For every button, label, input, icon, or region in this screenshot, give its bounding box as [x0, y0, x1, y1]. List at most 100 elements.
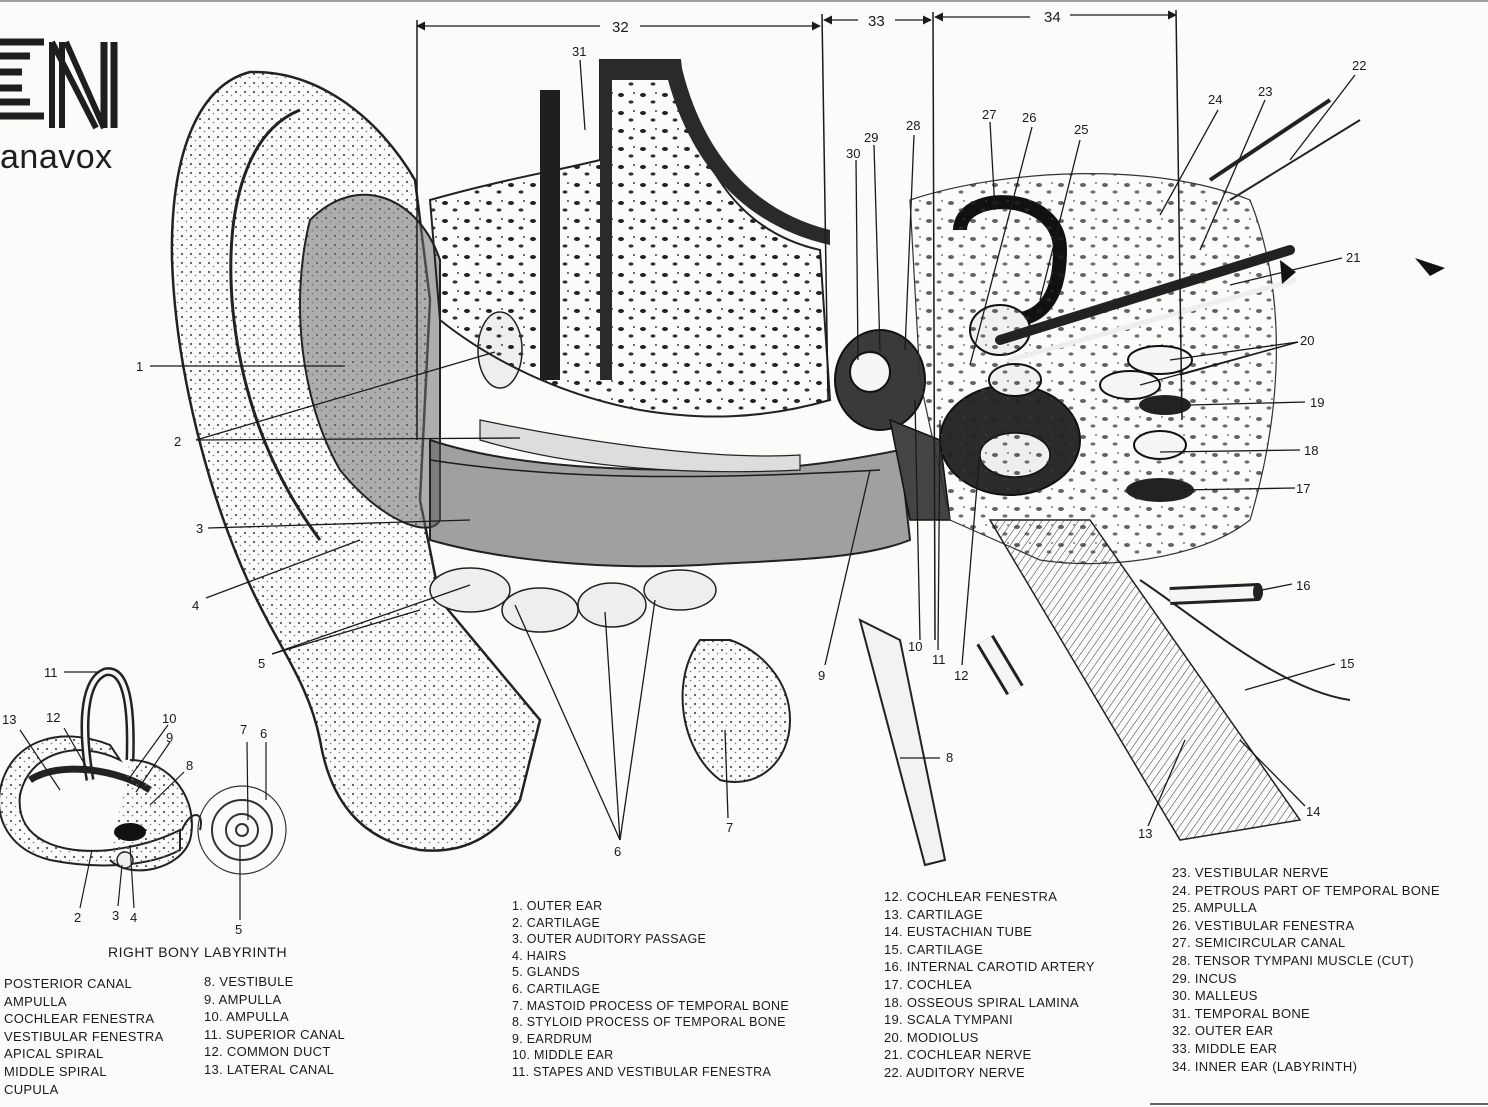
legend-item: 8. VESTIBULE — [204, 973, 345, 991]
callout-4: 4 — [192, 598, 199, 613]
callout-3: 3 — [196, 521, 203, 536]
legend-item: 24. PETROUS PART OF TEMPORAL BONE — [1172, 882, 1440, 900]
legend-item: 27. SEMICIRCULAR CANAL — [1172, 934, 1440, 952]
legend-item: 13. LATERAL CANAL — [204, 1061, 345, 1079]
callout-8: 8 — [946, 750, 953, 765]
legend-item: AMPULLA — [4, 993, 164, 1011]
legend-item: 20. MODIOLUS — [884, 1029, 1095, 1047]
callout-26: 26 — [1022, 110, 1036, 125]
legend-item: 34. INNER EAR (LABYRINTH) — [1172, 1058, 1440, 1076]
legend-item: 13. CARTILAGE — [884, 906, 1095, 924]
inset-callout-6: 6 — [260, 726, 267, 741]
callout-27: 27 — [982, 107, 996, 122]
callout-11: 11 — [932, 652, 946, 667]
legend-item: 9. EARDRUM — [512, 1031, 789, 1048]
legend-item: 2. CARTILAGE — [512, 915, 789, 932]
inset-callout-10: 10 — [162, 711, 176, 726]
bony-labyrinth-inset: 2 3 4 5 6 7 8 9 10 11 12 13 — [0, 665, 286, 937]
legend-item: 12. COCHLEAR FENESTRA — [884, 888, 1095, 906]
callout-28: 28 — [906, 118, 920, 133]
legend-item: 19. SCALA TYMPANI — [884, 1011, 1095, 1029]
legend-item: 11. SUPERIOR CANAL — [204, 1026, 345, 1044]
callout-20: 20 — [1300, 333, 1314, 348]
legend-item: 32. OUTER EAR — [1172, 1022, 1440, 1040]
legend-item: 8. STYLOID PROCESS OF TEMPORAL BONE — [512, 1014, 789, 1031]
callout-12: 12 — [954, 668, 968, 683]
callout-10: 10 — [908, 639, 922, 654]
legend-column-1: 1. OUTER EAR 2. CARTILAGE 3. OUTER AUDIT… — [512, 898, 789, 1081]
inset-callout-9: 9 — [166, 730, 173, 745]
callout-24: 24 — [1208, 92, 1222, 107]
legend-item: MIDDLE SPIRAL — [4, 1063, 164, 1081]
legend-item: 15. CARTILAGE — [884, 941, 1095, 959]
legend-item: VESTIBULAR FENESTRA — [4, 1028, 164, 1046]
legend-item: POSTERIOR CANAL — [4, 975, 164, 993]
callout-7: 7 — [726, 820, 733, 835]
inset-callout-13: 13 — [2, 712, 16, 727]
legend-item: 33. MIDDLE EAR — [1172, 1040, 1440, 1058]
inset-callout-11: 11 — [44, 665, 58, 680]
legend-item: 17. COCHLEA — [884, 976, 1095, 994]
brand-logo — [0, 42, 114, 128]
callout-22: 22 — [1352, 58, 1366, 73]
inset-callout-7: 7 — [240, 722, 247, 737]
callout-19: 19 — [1310, 395, 1324, 410]
legend-item: 16. INTERNAL CAROTID ARTERY — [884, 958, 1095, 976]
span-label: 34 — [1044, 9, 1061, 26]
inset-callout-3: 3 — [112, 908, 119, 923]
labyrinth-legend-right: 8. VESTIBULE 9. AMPULLA 10. AMPULLA 11. … — [204, 973, 345, 1079]
legend-item: 6. CARTILAGE — [512, 981, 789, 998]
callout-16: 16 — [1296, 578, 1310, 593]
legend-column-3: 23. VESTIBULAR NERVE 24. PETROUS PART OF… — [1172, 864, 1440, 1075]
span-label: 32 — [612, 19, 629, 36]
ear-cross-section — [172, 60, 1445, 865]
legend-item: 3. OUTER AUDITORY PASSAGE — [512, 931, 789, 948]
legend-item: 9. AMPULLA — [204, 991, 345, 1009]
callout-13: 13 — [1138, 826, 1152, 841]
legend-item: APICAL SPIRAL — [4, 1045, 164, 1063]
callout-6: 6 — [614, 844, 621, 859]
legend-item: 4. HAIRS — [512, 948, 789, 965]
legend-item: 10. MIDDLE EAR — [512, 1047, 789, 1064]
callout-29: 29 — [864, 130, 878, 145]
legend-item: 10. AMPULLA — [204, 1008, 345, 1026]
span-label: 33 — [868, 13, 885, 30]
legend-item: 28. TENSOR TYMPANI MUSCLE (CUT) — [1172, 952, 1440, 970]
legend-item: 31. TEMPORAL BONE — [1172, 1005, 1440, 1023]
callout-15: 15 — [1340, 656, 1354, 671]
legend-item: 14. EUSTACHIAN TUBE — [884, 923, 1095, 941]
brand-name: anavox — [0, 138, 113, 177]
inset-callout-12: 12 — [46, 710, 60, 725]
callout-18: 18 — [1304, 443, 1318, 458]
callout-30: 30 — [846, 146, 860, 161]
legend-item: 7. MASTOID PROCESS OF TEMPORAL BONE — [512, 998, 789, 1015]
callout-2: 2 — [174, 434, 181, 449]
legend-item: 30. MALLEUS — [1172, 987, 1440, 1005]
callout-1: 1 — [136, 359, 143, 374]
legend-item: 12. COMMON DUCT — [204, 1043, 345, 1061]
legend-item: 26. VESTIBULAR FENESTRA — [1172, 917, 1440, 935]
callout-5: 5 — [258, 656, 265, 671]
callout-31: 31 — [572, 44, 586, 59]
legend-item: 11. STAPES AND VESTIBULAR FENESTRA — [512, 1064, 789, 1081]
callout-21: 21 — [1346, 250, 1360, 265]
legend-item: 23. VESTIBULAR NERVE — [1172, 864, 1440, 882]
labyrinth-legend-left: POSTERIOR CANAL AMPULLA COCHLEAR FENESTR… — [4, 975, 164, 1098]
callout-23: 23 — [1258, 84, 1272, 99]
inset-callout-8: 8 — [186, 758, 193, 773]
labyrinth-title: RIGHT BONY LABYRINTH — [108, 944, 287, 960]
legend-item: CUPULA — [4, 1081, 164, 1099]
callout-9: 9 — [818, 668, 825, 683]
inset-callout-4: 4 — [130, 910, 137, 925]
callout-14: 14 — [1306, 804, 1320, 819]
legend-item: 29. INCUS — [1172, 970, 1440, 988]
legend-item: 25. AMPULLA — [1172, 899, 1440, 917]
legend-item: 21. COCHLEAR NERVE — [884, 1046, 1095, 1064]
legend-item: 18. OSSEOUS SPIRAL LAMINA — [884, 994, 1095, 1012]
legend-item: COCHLEAR FENESTRA — [4, 1010, 164, 1028]
legend-item: 22. AUDITORY NERVE — [884, 1064, 1095, 1082]
callout-17: 17 — [1296, 481, 1310, 496]
callout-25: 25 — [1074, 122, 1088, 137]
legend-item: 1. OUTER EAR — [512, 898, 789, 915]
legend-item: 5. GLANDS — [512, 964, 789, 981]
